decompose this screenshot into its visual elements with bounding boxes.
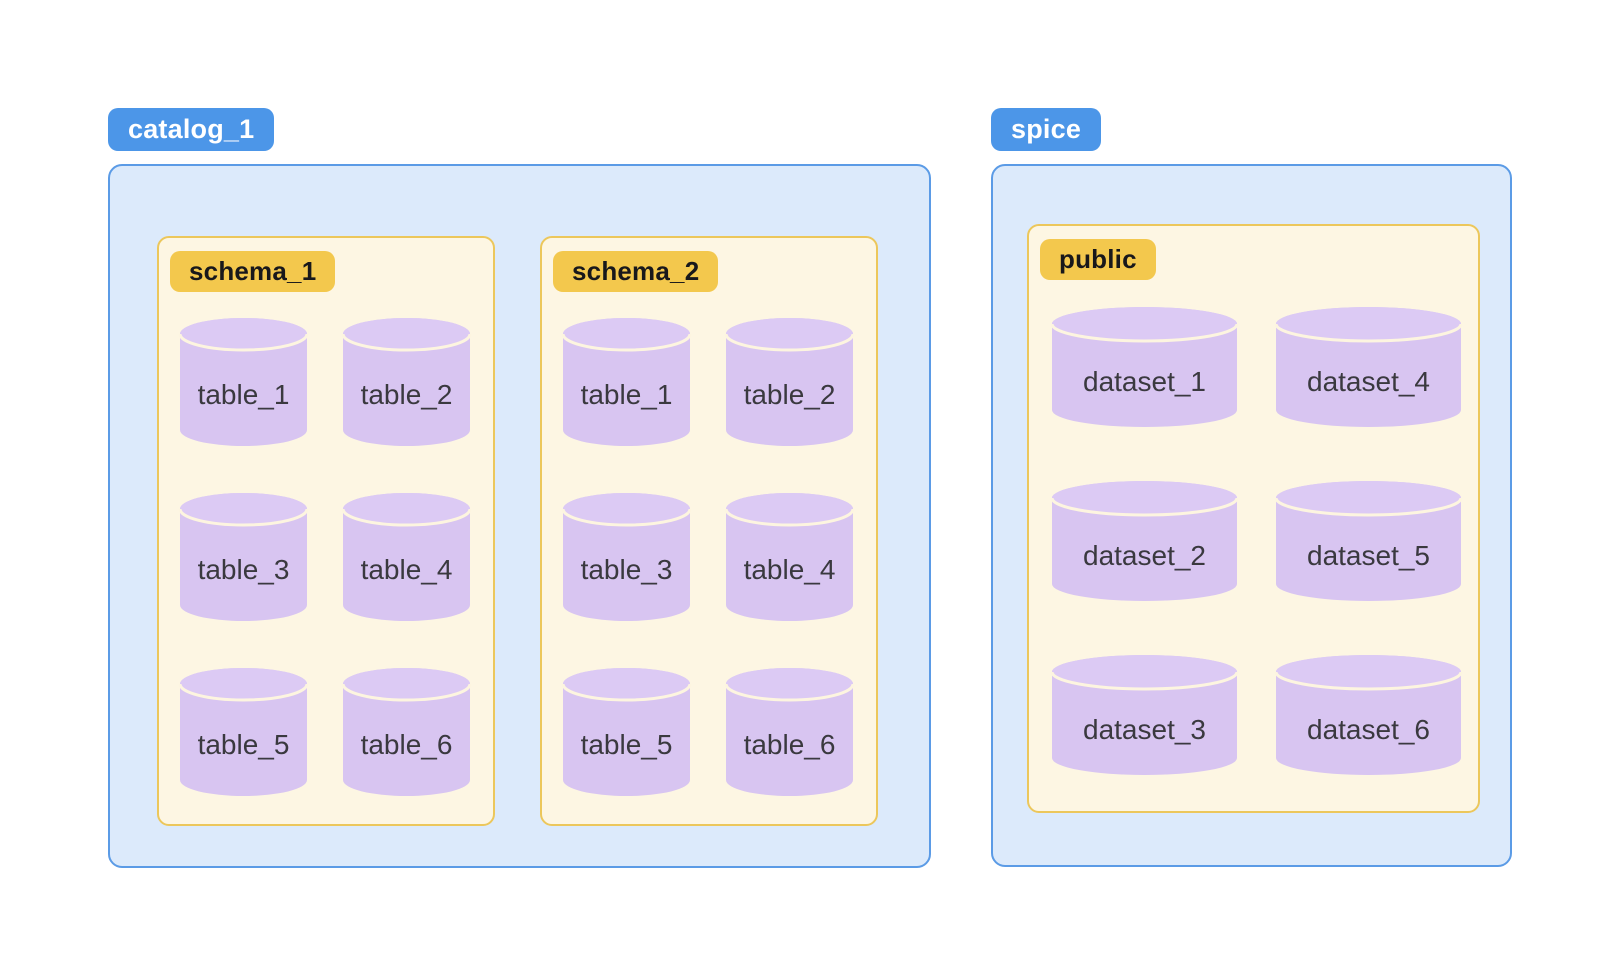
table-cylinder: table_6 [341, 668, 472, 796]
dataset-label: dataset_1 [1083, 365, 1206, 397]
dataset-label: dataset_3 [1083, 713, 1206, 745]
table-cylinder: table_5 [561, 668, 692, 796]
table-label: table_3 [580, 554, 673, 585]
table-cylinder: table_3 [178, 493, 309, 621]
database-cylinder-icon [341, 668, 472, 796]
schema-2-badge: schema_2 [553, 251, 719, 292]
database-cylinder-icon [724, 318, 855, 446]
database-cylinder-icon [341, 493, 472, 621]
database-cylinder-icon [1274, 481, 1463, 601]
table-label: table_1 [197, 379, 290, 410]
database-cylinder-icon [561, 318, 692, 446]
schema-2-container: schema_2 table_1 table [540, 236, 878, 826]
table-cylinder: table_1 [178, 318, 309, 446]
table-cylinder: table_1 [561, 318, 692, 446]
dataset-cylinder: dataset_6 [1274, 655, 1463, 775]
dataset-cylinder: dataset_3 [1050, 655, 1239, 775]
table-cylinder: table_2 [341, 318, 472, 446]
catalog-container: schema_1 table_1 table [108, 164, 931, 868]
database-cylinder-icon [1050, 655, 1239, 775]
spice-container: public dataset_1 [991, 164, 1512, 867]
database-cylinder-icon [1050, 307, 1239, 427]
database-cylinder-icon [724, 668, 855, 796]
catalog-badge: catalog_1 [108, 108, 275, 151]
dataset-cylinder: dataset_5 [1274, 481, 1463, 601]
public-schema-container: public dataset_1 [1027, 224, 1480, 813]
table-cylinder: table_4 [724, 493, 855, 621]
table-label: table_4 [360, 554, 453, 585]
dataset-cylinder: dataset_1 [1050, 307, 1239, 427]
database-cylinder-icon [178, 668, 309, 796]
schema-1-container: schema_1 table_1 table [157, 236, 495, 826]
public-schema-badge: public [1040, 239, 1156, 280]
table-label: table_2 [360, 379, 453, 410]
database-cylinder-icon [561, 493, 692, 621]
dataset-label: dataset_4 [1307, 365, 1430, 397]
dataset-cylinder: dataset_2 [1050, 481, 1239, 601]
table-cylinder: table_5 [178, 668, 309, 796]
database-cylinder-icon [178, 493, 309, 621]
table-label: table_5 [580, 729, 673, 760]
table-label: table_1 [580, 379, 673, 410]
table-cylinder: table_4 [341, 493, 472, 621]
table-label: table_6 [360, 729, 453, 760]
database-cylinder-icon [1274, 307, 1463, 427]
database-cylinder-icon [561, 668, 692, 796]
table-label: table_5 [197, 729, 290, 760]
table-label: table_2 [743, 379, 836, 410]
dataset-label: dataset_5 [1307, 539, 1430, 571]
dataset-label: dataset_6 [1307, 713, 1430, 745]
table-label: table_3 [197, 554, 290, 585]
table-cylinder: table_3 [561, 493, 692, 621]
database-cylinder-icon [341, 318, 472, 446]
database-cylinder-icon [724, 493, 855, 621]
schema-2-table-grid: table_1 table_2 tabl [561, 318, 855, 796]
dataset-label: dataset_2 [1083, 539, 1206, 571]
dataset-cylinder: dataset_4 [1274, 307, 1463, 427]
public-dataset-grid: dataset_1 dataset_4 [1050, 307, 1463, 775]
database-cylinder-icon [1274, 655, 1463, 775]
database-cylinder-icon [178, 318, 309, 446]
table-cylinder: table_6 [724, 668, 855, 796]
table-label: table_6 [743, 729, 836, 760]
spice-badge: spice [991, 108, 1102, 151]
table-cylinder: table_2 [724, 318, 855, 446]
table-label: table_4 [743, 554, 836, 585]
schema-1-table-grid: table_1 table_2 tabl [178, 318, 472, 796]
database-cylinder-icon [1050, 481, 1239, 601]
schema-1-badge: schema_1 [170, 251, 336, 292]
